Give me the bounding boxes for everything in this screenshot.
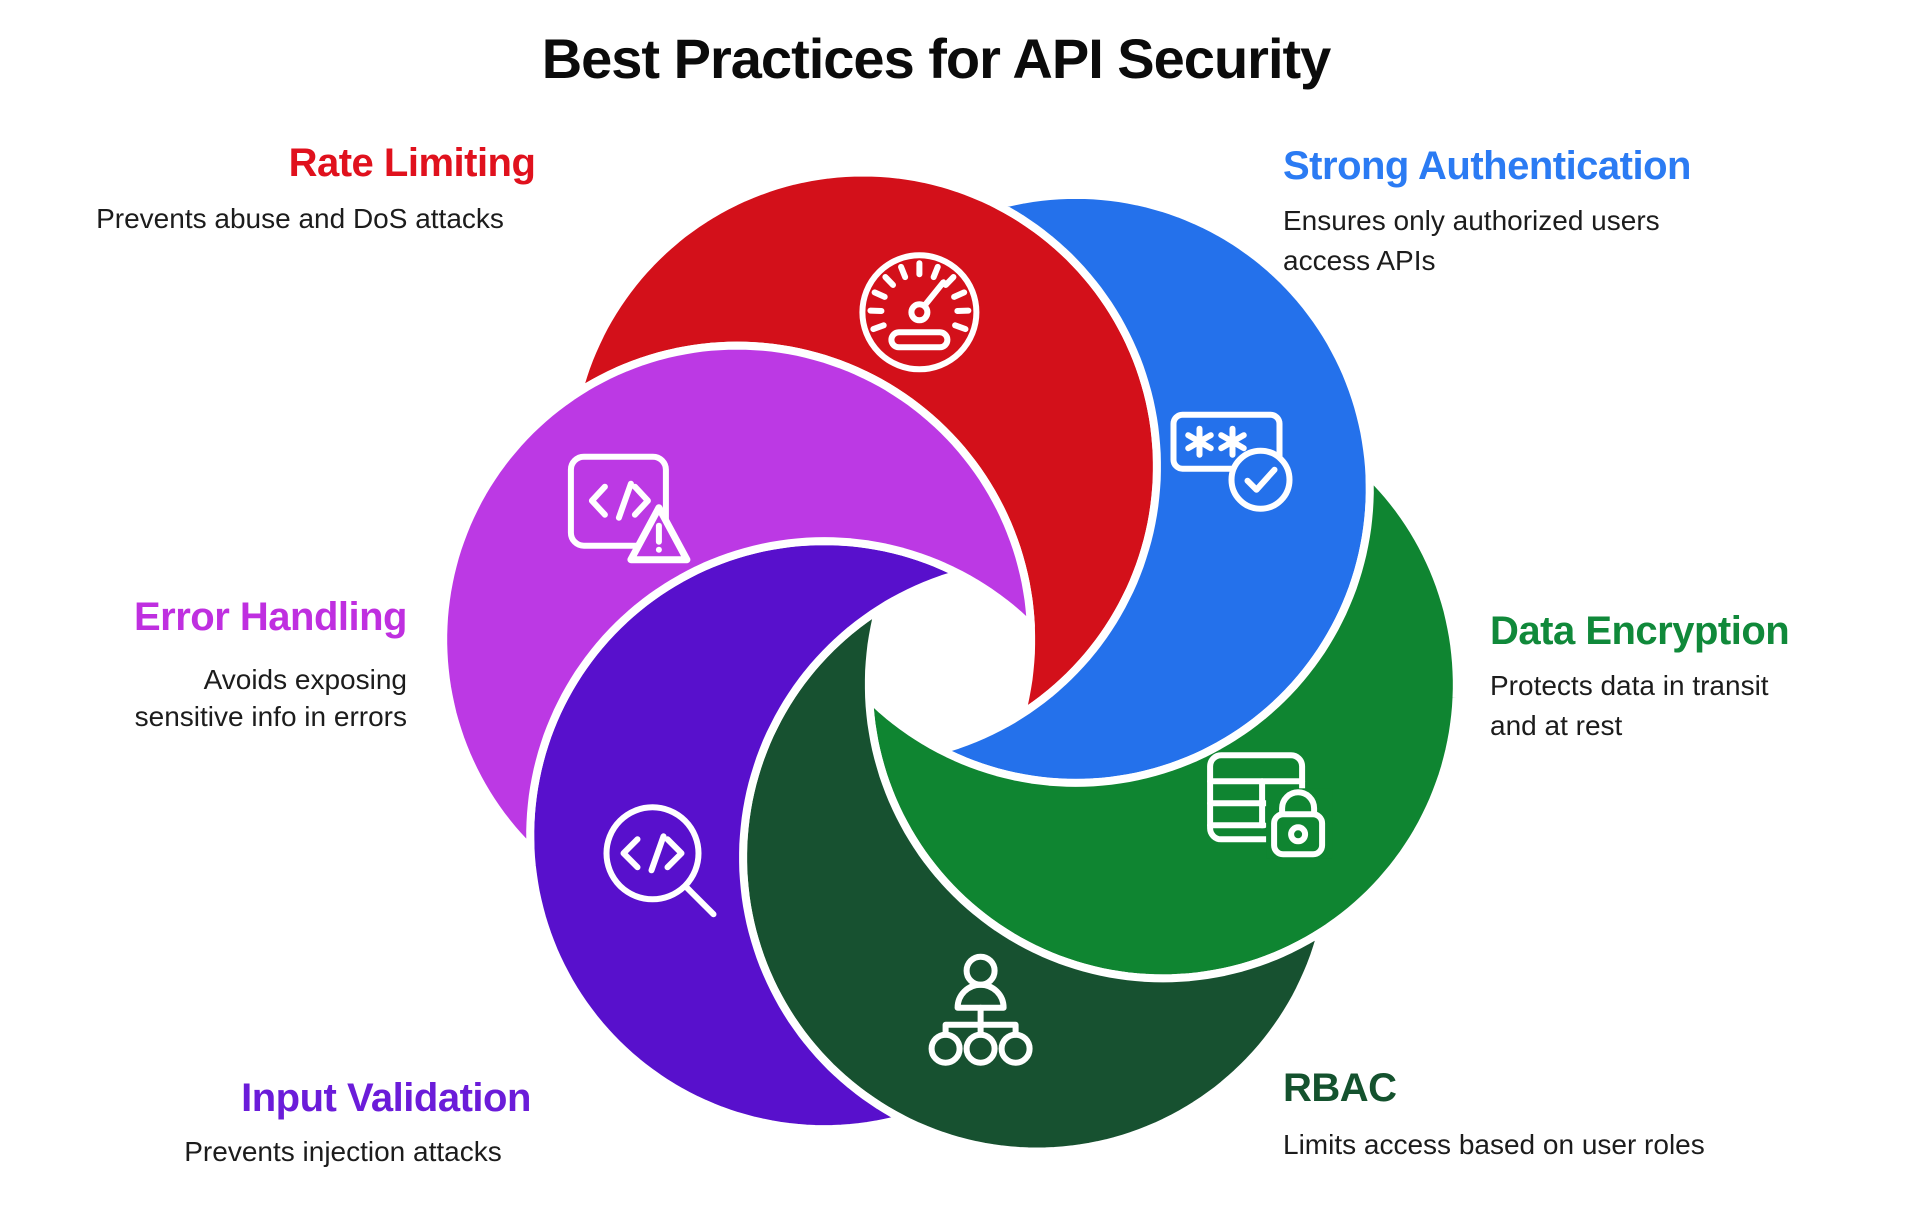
error-handling-description-line2: sensitive info in errors xyxy=(134,701,407,732)
data-encryption-label: Data Encryption xyxy=(1490,609,1790,653)
error-handling-blade xyxy=(439,341,1035,853)
error-handling-label: Error Handling xyxy=(133,595,408,639)
speedometer-icon xyxy=(859,252,980,373)
rate-limiting-description: Prevents abuse and DoS attacks xyxy=(96,203,504,234)
code-warning-icon xyxy=(567,453,691,564)
page-title: Best Practices for API Security xyxy=(541,27,1332,90)
input-validation-label: Input Validation xyxy=(241,1076,531,1120)
strong-authentication-description-line2: access APIs xyxy=(1283,245,1436,276)
code-search-icon xyxy=(603,804,717,918)
data-encryption-description-line1: Protects data in transit xyxy=(1490,670,1769,701)
strong-authentication-label: Strong Authentication xyxy=(1283,144,1691,188)
role-hierarchy-icon xyxy=(928,953,1033,1066)
rbac-label: RBAC xyxy=(1283,1066,1397,1110)
database-lock-icon xyxy=(1207,752,1333,859)
strong-authentication-description-line1: Ensures only authorized users xyxy=(1283,205,1660,236)
rate-limiting-label: Rate Limiting xyxy=(288,141,536,185)
rbac-description: Limits access based on user roles xyxy=(1283,1129,1705,1160)
data-encryption-description-line2: and at rest xyxy=(1490,710,1623,741)
error-handling-description-line1: Avoids exposing xyxy=(203,664,407,695)
input-validation-description: Prevents injection attacks xyxy=(184,1136,502,1167)
password-check-icon xyxy=(1170,411,1293,512)
